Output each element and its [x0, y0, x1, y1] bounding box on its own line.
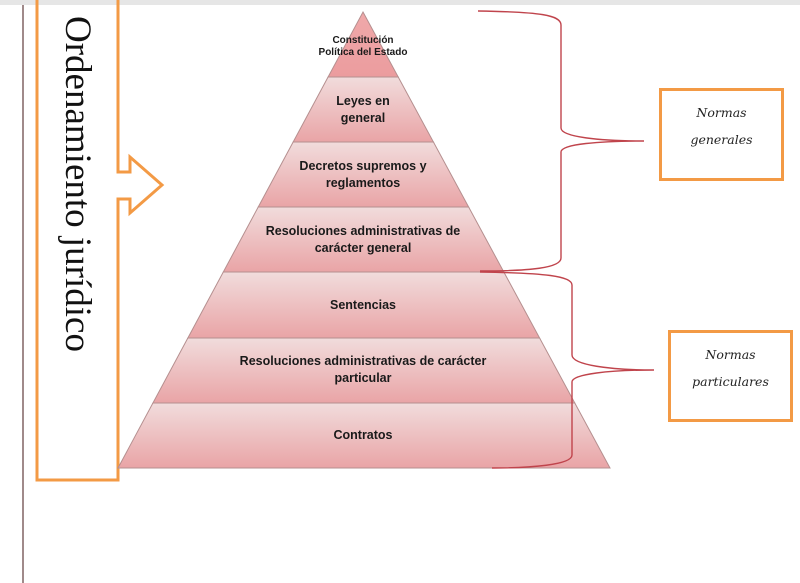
normas-particulares-line1: Normas — [705, 347, 756, 362]
level-resoluciones-particular: Resoluciones administrativas de carácter… — [239, 354, 487, 385]
normas-generales-line1: Normas — [696, 105, 747, 120]
level-contratos: Contratos — [333, 427, 393, 442]
page-margin-line — [22, 5, 24, 583]
normas-particulares-box: Normas particulares — [668, 330, 793, 422]
normas-particulares-line2: particulares — [692, 374, 769, 389]
level-leyes: Leyes en general — [336, 94, 390, 125]
level-sentencias: Sentencias — [329, 297, 396, 312]
pyramid — [117, 10, 611, 469]
arrow-callout-shape — [35, 0, 165, 482]
level-decretos: Decretos supremos y reglamentos — [299, 159, 427, 190]
title-vertical: Ordenamiento jurídico — [57, 16, 98, 352]
top-ruler — [0, 0, 800, 5]
pyramid-layer — [117, 402, 611, 469]
normas-generales-box: Normas generales — [659, 88, 784, 181]
brace-particular — [479, 271, 655, 469]
level-constitucion: Constitución Política del Estado — [318, 35, 408, 58]
level-resoluciones-general: Resoluciones administrativas de carácter… — [265, 224, 461, 255]
normas-generales-line2: generales — [690, 132, 753, 147]
brace-general — [477, 10, 645, 272]
